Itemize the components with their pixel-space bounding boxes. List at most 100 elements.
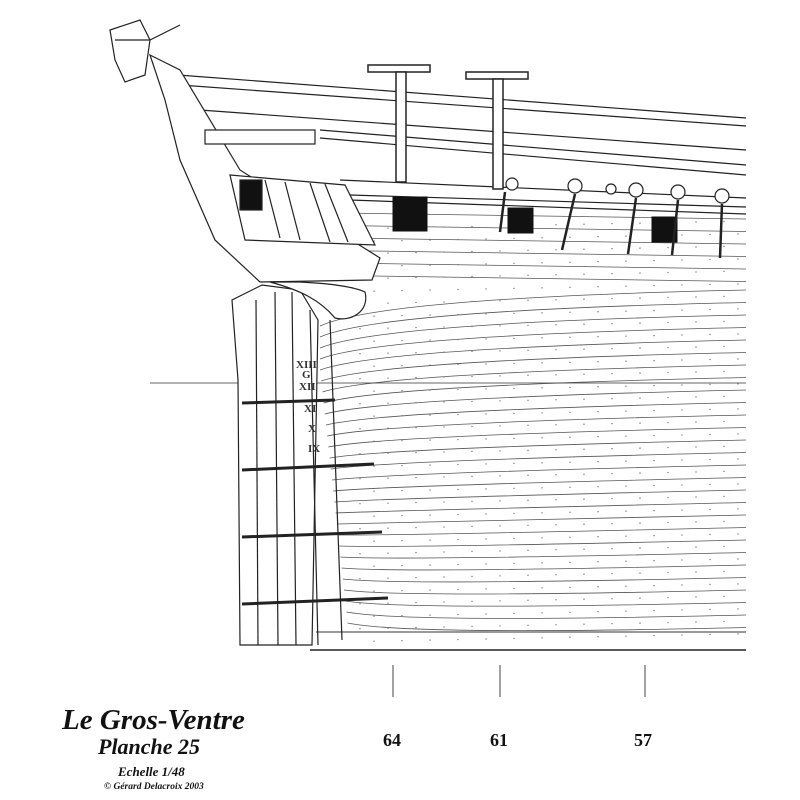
treenail <box>625 235 627 237</box>
treenail <box>625 435 627 437</box>
treenail <box>387 477 389 479</box>
treenail <box>429 614 431 616</box>
treenail <box>709 558 711 561</box>
treenail <box>471 625 473 628</box>
treenail <box>443 526 445 528</box>
treenail <box>611 597 613 600</box>
treenail <box>429 364 431 366</box>
treenail <box>625 310 627 312</box>
frame-label: 64 <box>383 730 401 750</box>
treenail <box>499 300 501 302</box>
treenail <box>541 537 543 539</box>
plank-line <box>330 452 747 470</box>
plate-number: Planche 25 <box>98 734 201 759</box>
port <box>507 207 534 234</box>
treenail <box>709 258 711 261</box>
treenail <box>709 533 711 536</box>
treenail <box>415 251 417 254</box>
treenail <box>611 222 613 225</box>
treenail <box>457 588 459 591</box>
treenail <box>471 425 473 428</box>
treenail <box>527 274 529 277</box>
treenail <box>625 510 627 512</box>
treenail <box>401 389 403 392</box>
draught-marks: XIII G XII XI X IX <box>296 359 320 455</box>
treenail <box>597 461 599 463</box>
treenail <box>513 262 515 265</box>
treenail <box>387 327 389 329</box>
treenail <box>485 263 487 265</box>
treenail <box>513 437 515 440</box>
treenail <box>639 522 641 524</box>
treenail <box>639 547 641 549</box>
treenail <box>653 259 655 262</box>
treenail <box>583 298 585 300</box>
treenail <box>401 464 403 467</box>
treenail <box>569 436 571 438</box>
treenail <box>611 572 613 575</box>
treenail <box>597 586 599 588</box>
treenail <box>723 270 725 273</box>
treenail <box>499 425 501 427</box>
treenail <box>429 489 431 491</box>
treenail <box>583 273 585 275</box>
treenail <box>513 387 515 390</box>
treenail <box>429 289 431 291</box>
treenail <box>513 462 515 465</box>
plank-line <box>347 622 747 632</box>
treenail <box>415 576 417 579</box>
deck-cannons <box>367 64 529 190</box>
treenail <box>555 224 557 226</box>
treenail <box>527 524 529 527</box>
treenail <box>653 584 655 587</box>
treenail <box>569 386 571 388</box>
treenail <box>499 525 501 527</box>
treenail <box>555 274 557 276</box>
treenail <box>457 613 459 616</box>
treenail <box>625 635 627 637</box>
treenail <box>569 611 571 613</box>
treenail <box>709 358 711 361</box>
treenail <box>597 636 599 638</box>
treenail <box>471 250 473 253</box>
treenail <box>443 551 445 553</box>
treenail <box>471 450 473 453</box>
plank-line <box>343 589 747 595</box>
treenail <box>373 540 375 542</box>
treenail <box>373 615 375 617</box>
treenail <box>429 314 431 316</box>
treenail <box>639 297 641 299</box>
treenail <box>457 413 459 416</box>
treenail <box>555 299 557 301</box>
treenail <box>373 340 375 342</box>
treenail <box>625 610 627 612</box>
treenail <box>681 409 683 411</box>
treenail <box>457 638 459 641</box>
treenail <box>695 321 697 323</box>
treenail <box>387 602 389 604</box>
treenail <box>387 552 389 554</box>
treenail <box>443 301 445 303</box>
treenail <box>457 313 459 316</box>
treenail <box>499 475 501 477</box>
draught-mark: IX <box>308 443 320 455</box>
treenail <box>597 311 599 313</box>
treenail <box>653 384 655 387</box>
treenail <box>359 578 361 580</box>
deadeyes <box>498 177 730 259</box>
treenail <box>373 440 375 442</box>
treenail <box>485 538 487 540</box>
treenail <box>695 546 697 548</box>
treenail <box>681 459 683 461</box>
treenail <box>401 514 403 517</box>
treenail <box>485 588 487 590</box>
treenail <box>569 461 571 463</box>
treenail <box>723 545 725 548</box>
treenail <box>723 370 725 373</box>
treenail <box>373 640 375 642</box>
treenail <box>499 575 501 577</box>
treenail <box>625 485 627 487</box>
treenail <box>667 371 669 374</box>
treenail <box>429 639 431 641</box>
treenail <box>611 347 613 350</box>
